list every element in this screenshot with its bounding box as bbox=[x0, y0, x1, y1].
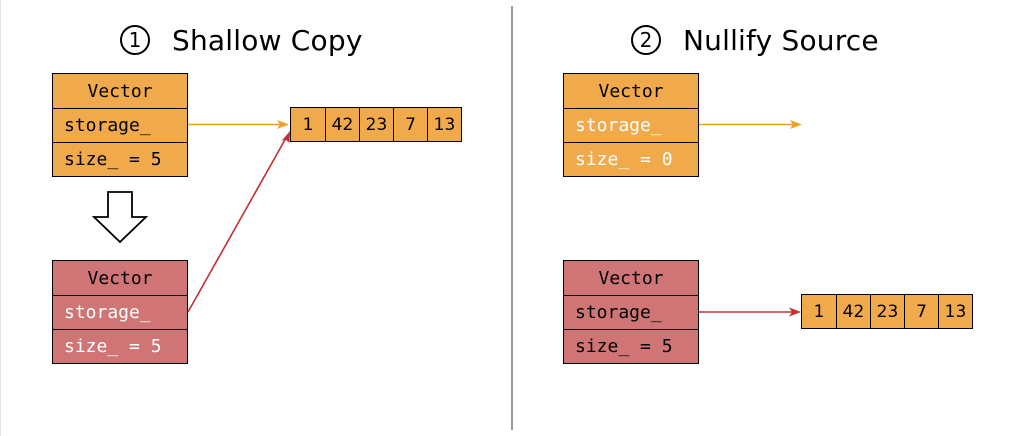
array-cell: 7 bbox=[393, 108, 427, 141]
panel-divider bbox=[511, 6, 513, 430]
storage-field: storage_ bbox=[564, 295, 698, 329]
vector-header: Vector bbox=[598, 267, 664, 289]
step-2-circle: 2 bbox=[631, 25, 661, 55]
storage-field: storage_ bbox=[53, 295, 187, 329]
vector-header: Vector bbox=[87, 267, 153, 289]
array-cell: 13 bbox=[938, 295, 972, 328]
size-field: size_ = 5 bbox=[53, 329, 187, 363]
panel-1-title: 1 Shallow Copy bbox=[120, 20, 363, 60]
array-cell: 13 bbox=[427, 108, 461, 141]
vector-header: Vector bbox=[87, 80, 153, 102]
array-cell: 42 bbox=[325, 108, 359, 141]
array-cell: 1 bbox=[302, 114, 314, 135]
target-vector-box: Vector storage_ size_ = 5 bbox=[563, 260, 699, 364]
left-edge-line bbox=[0, 0, 1, 436]
heap-array-1: 1 42 23 7 13 bbox=[290, 107, 462, 142]
array-cell: 42 bbox=[836, 295, 870, 328]
copy-storage-pointer bbox=[187, 137, 287, 313]
nullified-storage-arrowhead bbox=[790, 120, 802, 129]
storage-field: storage_ bbox=[53, 108, 187, 142]
size-field: size_ = 5 bbox=[564, 329, 698, 363]
panel-2-title: 2 Nullify Source bbox=[631, 20, 879, 60]
target-storage-arrowhead bbox=[789, 307, 801, 317]
copy-vector-box: Vector storage_ size_ = 5 bbox=[52, 260, 188, 364]
heap-array-2: 1 42 23 7 13 bbox=[801, 294, 973, 329]
size-field: size_ = 0 bbox=[564, 142, 698, 176]
nullified-source-vector-box: Vector storage_ size_ = 0 bbox=[563, 73, 699, 177]
vector-header: Vector bbox=[598, 80, 664, 102]
size-field: size_ = 5 bbox=[53, 142, 187, 176]
panel-2-label: Nullify Source bbox=[683, 23, 879, 57]
storage-field: storage_ bbox=[564, 108, 698, 142]
array-cell: 23 bbox=[870, 295, 904, 328]
array-cell: 23 bbox=[359, 108, 393, 141]
down-arrow-icon bbox=[91, 191, 149, 244]
copy-storage-arrowhead bbox=[281, 131, 290, 143]
array-cell: 1 bbox=[813, 301, 825, 322]
step-1-circle: 1 bbox=[120, 25, 150, 55]
source-storage-arrowhead bbox=[277, 120, 289, 129]
array-cell: 7 bbox=[904, 295, 938, 328]
source-vector-box: Vector storage_ size_ = 5 bbox=[52, 73, 188, 177]
panel-1-label: Shallow Copy bbox=[172, 23, 363, 57]
